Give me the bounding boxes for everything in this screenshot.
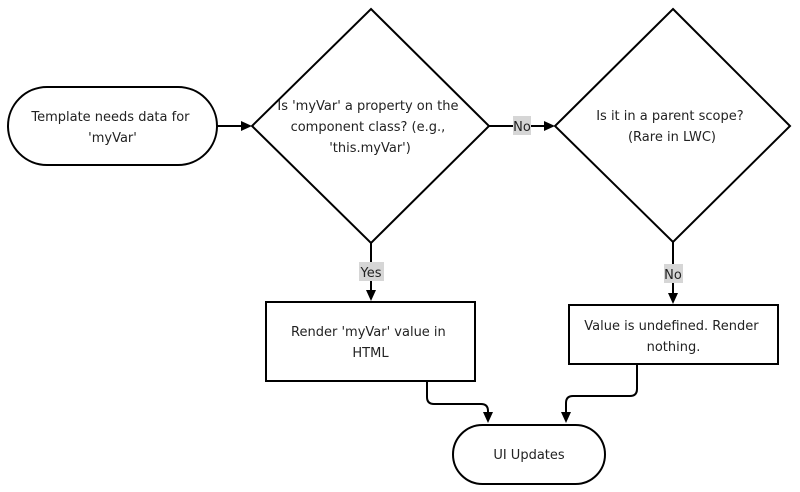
edge-undefined-to-ui-updates — [561, 364, 638, 423]
svg-text:Yes: Yes — [360, 266, 382, 281]
edge-render-to-ui-updates — [426, 381, 493, 423]
svg-text:No: No — [513, 120, 531, 135]
decision-parent-scope-label: Is it in a parent scope? (Rare in LWC) — [596, 109, 748, 145]
render-value-label: Render 'myVar' value in HTML — [291, 325, 450, 361]
svg-text:No: No — [664, 268, 682, 283]
edge-start-to-class-check — [217, 121, 252, 131]
decision-class-property: Is 'myVar' a property on the component c… — [250, 7, 491, 245]
decision-parent-scope: Is it in a parent scope? (Rare in LWC) — [553, 7, 792, 244]
edge-label-no-class: No — [513, 116, 531, 135]
ui-updates-label: UI Updates — [493, 448, 565, 463]
decision-class-property-label: Is 'myVar' a property on the component c… — [277, 99, 462, 156]
edge-label-yes: Yes — [359, 262, 384, 281]
start-node-label: Template needs data for 'myVar' — [30, 110, 193, 146]
render-value-node: Render 'myVar' value in HTML — [265, 301, 476, 382]
undefined-value-label: Value is undefined. Render nothing. — [584, 319, 762, 355]
edge-label-no-parent: No — [664, 264, 683, 283]
start-node: Template needs data for 'myVar' — [7, 86, 218, 166]
undefined-value-node: Value is undefined. Render nothing. — [568, 304, 779, 365]
ui-updates-node: UI Updates — [452, 424, 606, 485]
